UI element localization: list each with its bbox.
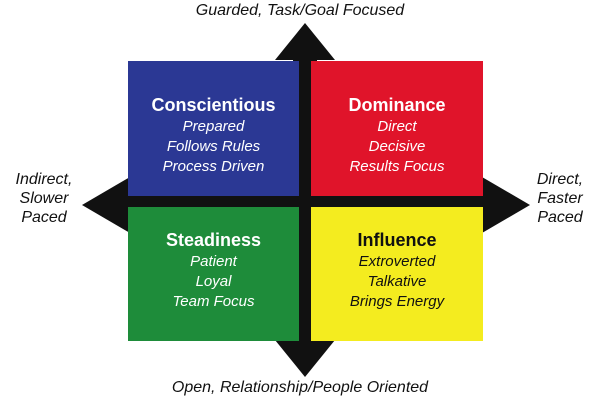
trait-text: Brings Energy xyxy=(349,293,445,310)
quadrant-title: Conscientious xyxy=(151,95,276,115)
right-axis-line: Paced xyxy=(537,209,583,226)
trait-text: Patient xyxy=(190,253,237,270)
arrow-left-icon xyxy=(82,177,130,233)
arrow-down-icon xyxy=(275,340,335,377)
trait-text: Prepared xyxy=(182,118,245,135)
trait-text: Direct xyxy=(377,118,417,135)
quadrant-title: Dominance xyxy=(348,95,446,115)
quadrant-conscientious: Conscientious Prepared Follows Rules Pro… xyxy=(128,61,299,196)
quadrant-steadiness: Steadiness Patient Loyal Team Focus xyxy=(128,207,299,341)
trait-text: Follows Rules xyxy=(166,138,261,155)
trait-text: Talkative xyxy=(367,273,427,290)
left-axis-line: Slower xyxy=(19,190,69,207)
quadrant-dominance: Dominance Direct Decisive Results Focus xyxy=(311,61,483,196)
left-axis-line: Paced xyxy=(21,209,67,226)
arrow-right-icon xyxy=(482,177,530,233)
trait-text: Results Focus xyxy=(349,158,445,175)
bottom-axis-label: Open, Relationship/People Oriented xyxy=(171,379,429,396)
right-axis-line: Direct, xyxy=(536,171,584,188)
trait-text: Extroverted xyxy=(358,253,436,270)
trait-text: Decisive xyxy=(368,138,426,155)
trait-text: Team Focus xyxy=(172,293,255,310)
trait-text: Loyal xyxy=(195,273,232,290)
left-axis-label: Indirect, Slower Paced xyxy=(4,170,84,227)
quadrant-influence: Influence Extroverted Talkative Brings E… xyxy=(311,207,483,341)
quadrant-title: Steadiness xyxy=(165,230,262,250)
right-axis-label: Direct, Faster Paced xyxy=(522,170,598,227)
arrow-up-icon xyxy=(275,23,335,60)
right-axis-line: Faster xyxy=(537,190,583,207)
top-axis-label: Guarded, Task/Goal Focused xyxy=(195,2,405,19)
left-axis-line: Indirect, xyxy=(15,171,73,188)
trait-text: Process Driven xyxy=(162,158,265,175)
quadrant-title: Influence xyxy=(357,230,437,250)
